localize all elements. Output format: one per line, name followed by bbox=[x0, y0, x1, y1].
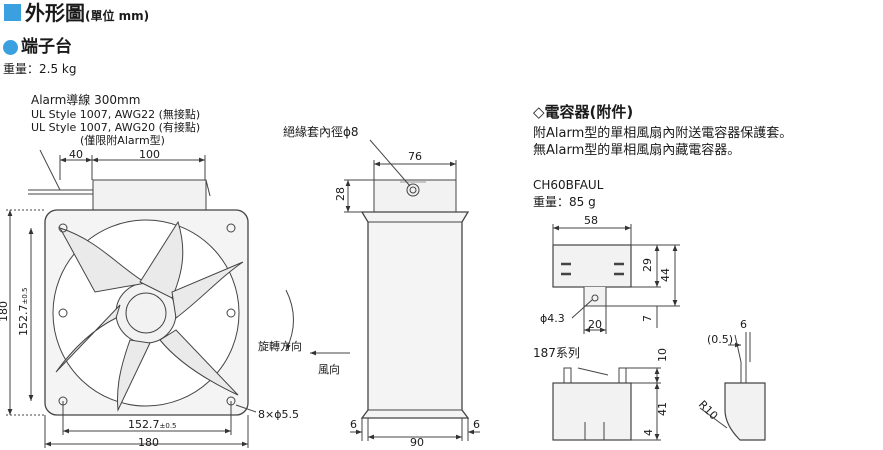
side-frame bbox=[360, 211, 470, 419]
dim-6-left: 6 bbox=[350, 418, 357, 431]
fan-blade bbox=[117, 339, 151, 412]
holes-label: 8×ϕ5.5 bbox=[258, 408, 299, 421]
fan-blade bbox=[58, 227, 148, 293]
fan-blade bbox=[139, 220, 184, 299]
title-unit: (單位 mm) bbox=[85, 9, 150, 23]
fan-front-view bbox=[6, 149, 257, 448]
capacitor-heading: ◇電容器(附件) bbox=[533, 103, 633, 121]
tolerance-v: ±0.5 bbox=[21, 288, 29, 305]
dim-10: 10 bbox=[656, 348, 669, 362]
mount-hole bbox=[58, 308, 68, 318]
capacitor-top-view bbox=[552, 224, 680, 334]
capacitor-front-view bbox=[552, 367, 661, 441]
terminal-box bbox=[92, 179, 207, 211]
fan-side-view bbox=[285, 139, 480, 441]
section-subtitle: 端子台 bbox=[21, 37, 72, 57]
capacitor-body-front bbox=[552, 382, 632, 441]
dim-6-right: 6 bbox=[473, 418, 480, 431]
mount-hole bbox=[226, 223, 236, 233]
mount-hole bbox=[58, 223, 68, 233]
dim-90: 90 bbox=[410, 436, 424, 449]
capacitor-side-view bbox=[699, 332, 766, 441]
dim-7: 7 bbox=[641, 315, 654, 322]
rotation-label: 旋轉方向 bbox=[258, 339, 302, 353]
dim-44: 44 bbox=[659, 268, 672, 282]
fan-blade bbox=[55, 304, 121, 373]
series-label: 187系列 bbox=[533, 346, 580, 360]
dim-r10: R10 bbox=[696, 398, 720, 422]
lead-spec-3: (僅限附Alarm型) bbox=[80, 133, 165, 147]
dim-4: 4 bbox=[642, 429, 655, 436]
weight-label: 重量：2.5 kg bbox=[3, 62, 77, 76]
dim-20: 20 bbox=[588, 318, 602, 331]
fan-blade bbox=[159, 329, 239, 396]
capacitor-model: CH60BFAUL bbox=[533, 178, 604, 192]
dim-100: 100 bbox=[139, 148, 160, 161]
tolerance-h: ±0.5 bbox=[160, 422, 177, 430]
dim-180-height: 180 bbox=[0, 301, 10, 322]
capacitor-body bbox=[552, 244, 632, 288]
dim-58: 58 bbox=[584, 214, 598, 227]
dim-180-width: 180 bbox=[138, 436, 159, 449]
dim-28: 28 bbox=[334, 187, 347, 201]
dim-41: 41 bbox=[656, 402, 669, 416]
dim-29: 29 bbox=[641, 258, 654, 272]
lead-spec-2: UL Style 1007, AWG20 (有接點) bbox=[31, 120, 200, 134]
grommet bbox=[406, 183, 420, 197]
mount-hole bbox=[226, 308, 236, 318]
dim-1527-height: 152.7±0.5 bbox=[17, 288, 30, 337]
fan-blade bbox=[171, 261, 244, 319]
dim-6-cap: 6 bbox=[740, 318, 747, 331]
capacitor-note-1: 附Alarm型的單相風扇內附送電容器保護套。 bbox=[533, 125, 792, 141]
lead-spec-1: UL Style 1007, AWG22 (無接點) bbox=[31, 107, 200, 121]
lead-label: Alarm導線 300mm bbox=[31, 92, 140, 107]
subtitle-dot-icon bbox=[3, 40, 18, 55]
dim-1527-width: 152.7±0.5 bbox=[128, 418, 177, 431]
page-title: 外形圖(單位 mm) bbox=[25, 1, 150, 25]
capacitor-note-2: 無Alarm型的單相風扇內藏電容器。 bbox=[533, 142, 740, 158]
grommet-label: 絕緣套內徑ϕ8 bbox=[283, 125, 359, 139]
title-square-icon bbox=[4, 4, 21, 21]
dim-76: 76 bbox=[408, 150, 422, 163]
capacitor-weight: 重量：85 g bbox=[533, 195, 596, 209]
dim-40: 40 bbox=[69, 148, 83, 161]
airflow-label: 風向 bbox=[318, 362, 340, 376]
dim-0-5: (0.5) bbox=[707, 333, 733, 346]
dim-4-3: ϕ4.3 bbox=[540, 312, 565, 325]
